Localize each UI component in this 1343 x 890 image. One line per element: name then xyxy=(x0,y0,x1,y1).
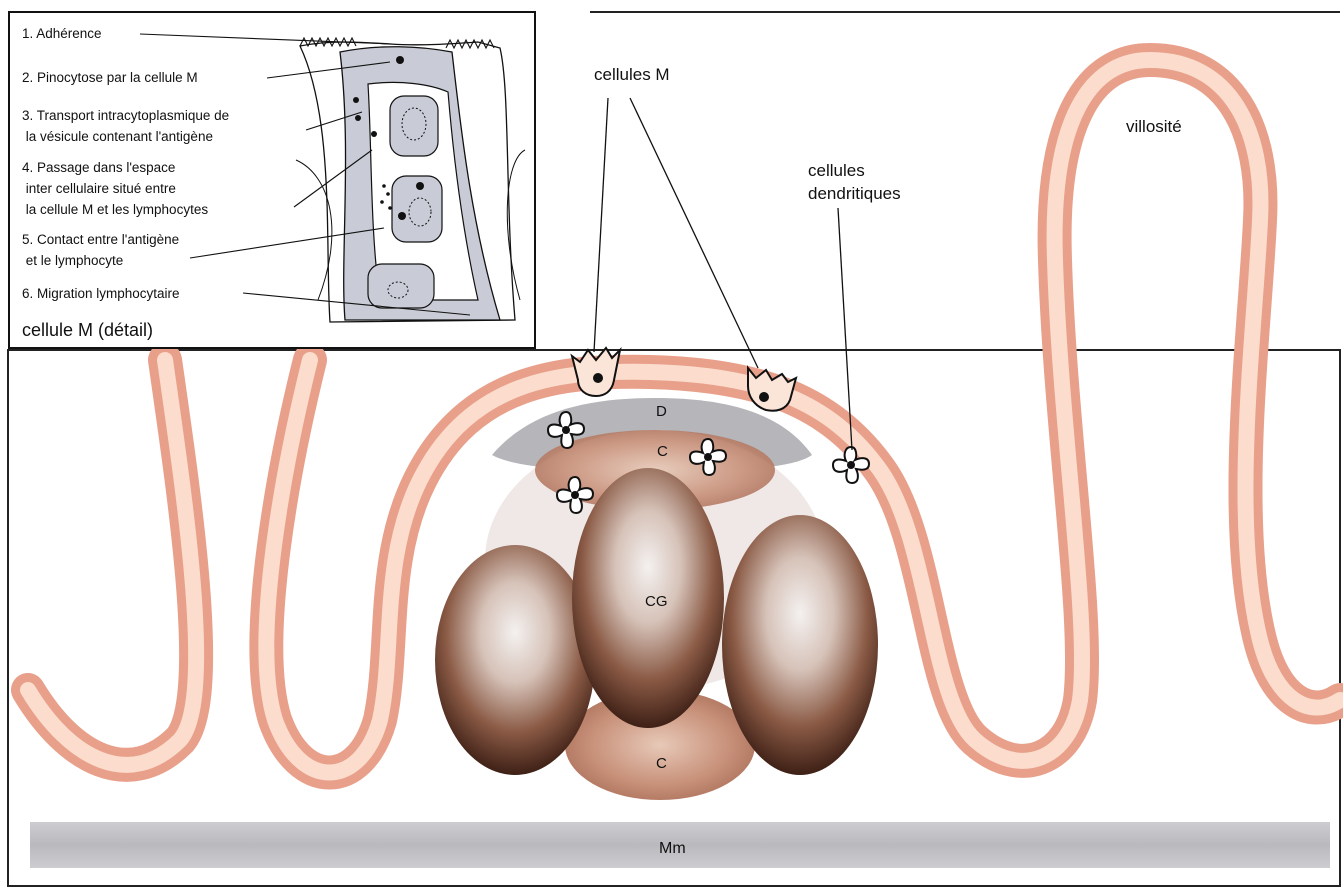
label-muscularis: Mm xyxy=(659,840,686,857)
inset-item-6: 6. Migration lymphocytaire xyxy=(22,286,180,301)
label-dendritic-2: dendritiques xyxy=(808,184,901,203)
inset-item-line: la cellule M et les lymphocytes xyxy=(22,202,208,217)
inset-item-line: 3. Transport intracytoplasmique de xyxy=(22,108,229,123)
label-zone-cg: CG xyxy=(645,593,668,610)
inset-item-1: 1. Adhérence xyxy=(22,26,102,41)
inset-item-line: 6. Migration lymphocytaire xyxy=(22,286,180,301)
inset-item-2: 2. Pinocytose par la cellule M xyxy=(22,70,198,85)
inset-caption: cellule M (détail) xyxy=(22,320,153,340)
label-cellules-m: cellules M xyxy=(594,65,670,84)
label-zone-c-bottom: C xyxy=(656,755,667,772)
inset-item-line: 4. Passage dans l'espace xyxy=(22,160,175,175)
label-dendritic-1: cellules xyxy=(808,161,865,180)
label-zone-d: D xyxy=(656,403,667,420)
lymphoid-follicle xyxy=(435,430,878,800)
inset-item-line: 2. Pinocytose par la cellule M xyxy=(22,70,198,85)
inset-panel: 1. Adhérence 2. Pinocytose par la cellule… xyxy=(9,12,535,348)
inset-item-line: 5. Contact entre l'antigène xyxy=(22,232,179,247)
inset-item-line: 1. Adhérence xyxy=(22,26,102,41)
label-villosite: villosité xyxy=(1126,117,1182,136)
inset-item-line: inter cellulaire situé entre xyxy=(22,181,176,196)
label-zone-c-top: C xyxy=(657,443,668,460)
inset-item-line: la vésicule contenant l'antigène xyxy=(22,129,213,144)
inset-item-line: et le lymphocyte xyxy=(22,253,123,268)
